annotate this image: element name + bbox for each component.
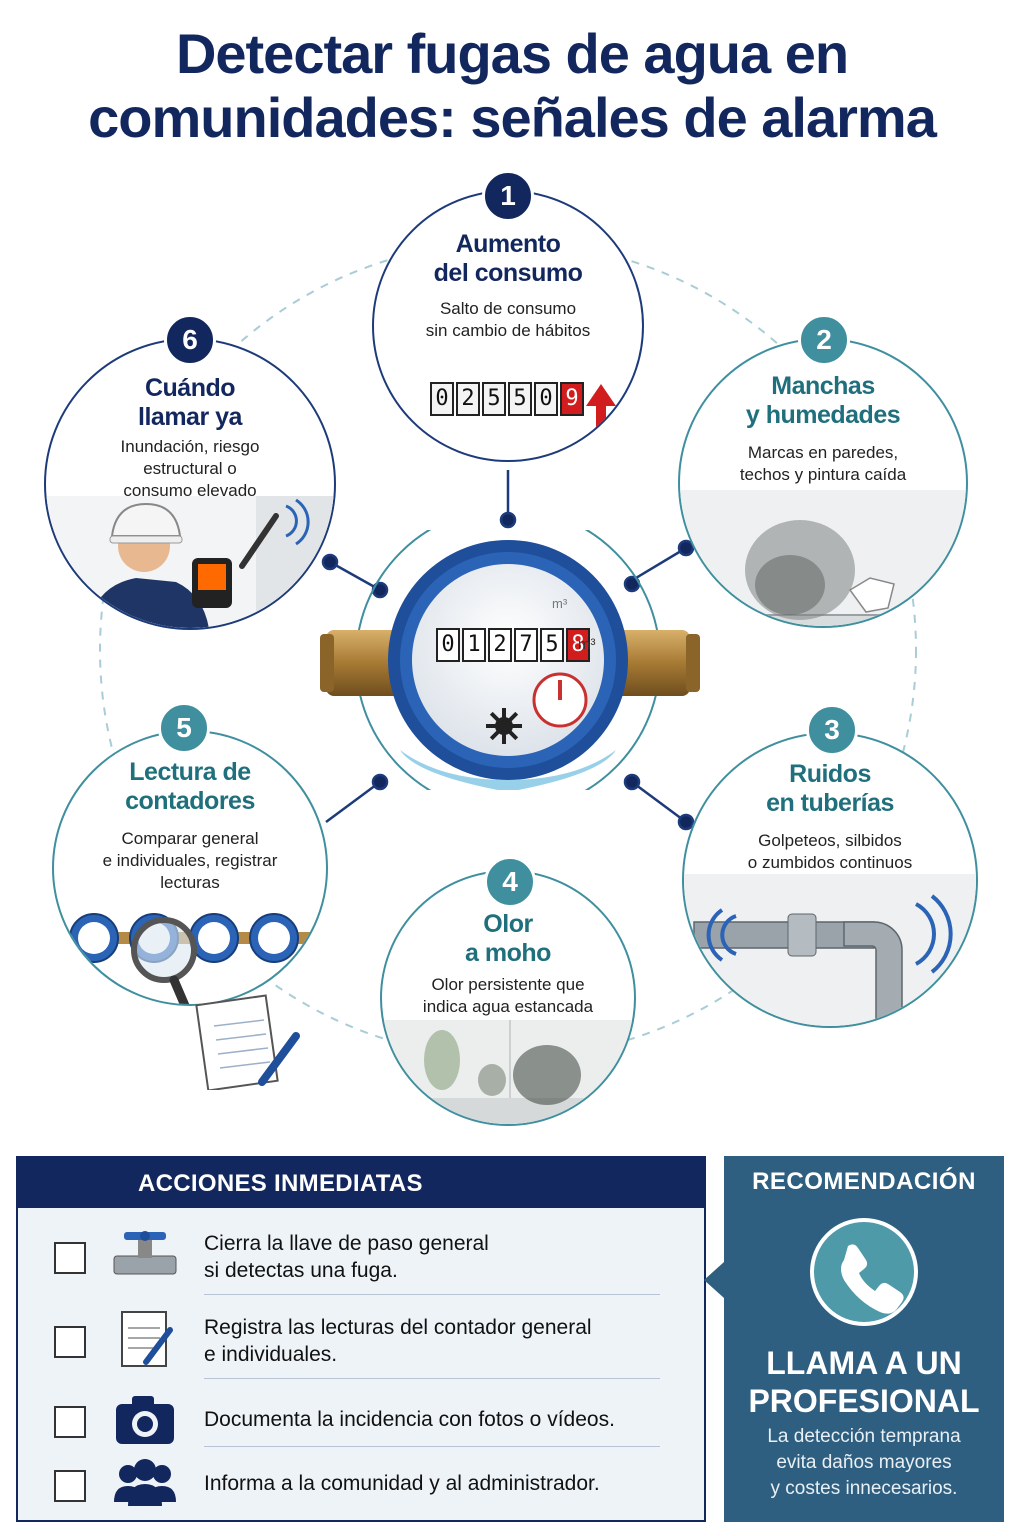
counter-digit: 2	[456, 382, 480, 416]
signal-4-title: Olor a moho	[465, 910, 551, 967]
meter-digit-red: 8	[566, 628, 590, 662]
wall-stain-icon	[680, 490, 966, 626]
water-meter-center: 0 1 2 7 5 8 m³ m³	[320, 507, 700, 813]
signal-2-description: Marcas en paredes, techos y pintura caíd…	[739, 443, 907, 484]
notepad-pen-icon	[195, 994, 300, 1090]
signal-4-description: Olor persistente que indica agua estanca…	[422, 975, 594, 1016]
action-item: Documenta la incidencia con fotos o víde…	[18, 1384, 704, 1464]
signals-diagram: 0 1 2 7 5 8 m³ m³ Aumento del consumo Sa…	[0, 170, 1024, 1160]
signal-2-title: Manchas y humedades	[745, 372, 901, 429]
arrow-up-icon	[586, 384, 616, 454]
meter-unit-top: m³	[552, 596, 568, 611]
action-checkbox[interactable]	[54, 1470, 86, 1502]
action-checkbox[interactable]	[54, 1326, 86, 1358]
meter-digit: 5	[540, 628, 564, 662]
immediate-actions-panel: ACCIONES INMEDIATAS Cierra la llave de p…	[16, 1156, 706, 1522]
meter-digit: 0	[436, 628, 460, 662]
counter-digit-red: 9	[560, 382, 584, 416]
action-divider	[204, 1294, 660, 1295]
signal-4-circle: Olor a moho Olor persistente que indica …	[380, 870, 636, 1126]
meter-digit: 7	[514, 628, 538, 662]
signal-1-circle: Aumento del consumo Salto de consumo sin…	[372, 190, 644, 462]
notepad-pen-icon	[121, 1311, 173, 1367]
actions-heading: ACCIONES INMEDIATAS	[18, 1158, 704, 1208]
water-valve-icon	[113, 1231, 177, 1275]
action-item: Cierra la llave de paso general si detec…	[18, 1220, 704, 1300]
counter-digit: 5	[508, 382, 532, 416]
signal-2-badge: 2	[798, 314, 850, 366]
signal-6-title: Cuándo llamar ya	[138, 374, 242, 431]
action-item: Registra las lecturas del contador gener…	[18, 1304, 704, 1384]
meter-digit: 2	[488, 628, 512, 662]
signal-5-circle: Lectura de contadores Comparar general e…	[52, 730, 328, 1006]
meter-digit: 1	[462, 628, 486, 662]
action-text: Informa a la comunidad y al administrado…	[204, 1472, 600, 1495]
camera-icon	[116, 1396, 174, 1444]
action-text: Cierra la llave de paso general si detec…	[204, 1232, 489, 1282]
signal-6-circle: Cuándo llamar ya Inundación, riesgo estr…	[44, 338, 336, 630]
action-text: Registra las lecturas del contador gener…	[204, 1316, 592, 1366]
recommendation-panel: RECOMENDACIÓN LLAMA A UN PROFESIONAL La …	[724, 1156, 1004, 1522]
action-text: Documenta la incidencia con fotos o víde…	[204, 1408, 615, 1431]
signal-5-title: Lectura de contadores	[125, 758, 255, 815]
consumption-counter: 0 2 5 5 0 9	[430, 382, 584, 416]
recommendation-description: La detección temprana evita daños mayore…	[767, 1426, 961, 1499]
meter-digits: 0 1 2 7 5 8	[436, 628, 590, 662]
action-item: Informa a la comunidad y al administrado…	[18, 1448, 704, 1528]
action-checkbox[interactable]	[54, 1406, 86, 1438]
signal-1-badge: 1	[482, 170, 534, 222]
counter-digit: 0	[430, 382, 454, 416]
signal-3-circle: Ruidos en tuberías Golpeteos, silbidos o…	[682, 732, 978, 1028]
meter-unit: m³	[578, 636, 596, 653]
counter-digit: 0	[534, 382, 558, 416]
signal-3-title: Ruidos en tuberías	[766, 760, 894, 817]
counter-digit: 5	[482, 382, 506, 416]
action-divider	[204, 1446, 660, 1447]
signal-3-description: Golpeteos, silbidos o zumbidos continuos	[747, 831, 913, 872]
signal-6-description: Inundación, riesgo estructural o consumo…	[120, 437, 260, 500]
page-title: Detectar fugas de agua en comunidades: s…	[88, 22, 937, 149]
recommendation-heading: RECOMENDACIÓN	[752, 1168, 976, 1195]
signal-1-description: Salto de consumo sin cambio de hábitos	[425, 299, 591, 340]
signal-5-description: Comparar general e individuales, registr…	[102, 829, 278, 892]
mold-corner-icon	[382, 1020, 634, 1124]
signal-1-title: Aumento del consumo	[433, 230, 583, 287]
signal-3-badge: 3	[806, 704, 858, 756]
phone-icon	[810, 1218, 918, 1326]
action-divider	[204, 1378, 660, 1379]
technician-thermal-camera-icon	[46, 496, 334, 628]
signal-2-circle: Manchas y humedades Marcas en paredes, t…	[678, 338, 968, 628]
signal-6-badge: 6	[164, 314, 216, 366]
recommendation-title: LLAMA A UN PROFESIONAL	[748, 1345, 980, 1419]
signal-5-badge: 5	[158, 702, 210, 754]
people-group-icon	[114, 1459, 176, 1506]
action-checkbox[interactable]	[54, 1242, 86, 1274]
signal-4-badge: 4	[484, 856, 536, 908]
noisy-pipe-icon	[684, 874, 976, 1026]
meters-magnifier-icon	[54, 913, 326, 1004]
recommendation-pointer	[704, 1262, 724, 1298]
